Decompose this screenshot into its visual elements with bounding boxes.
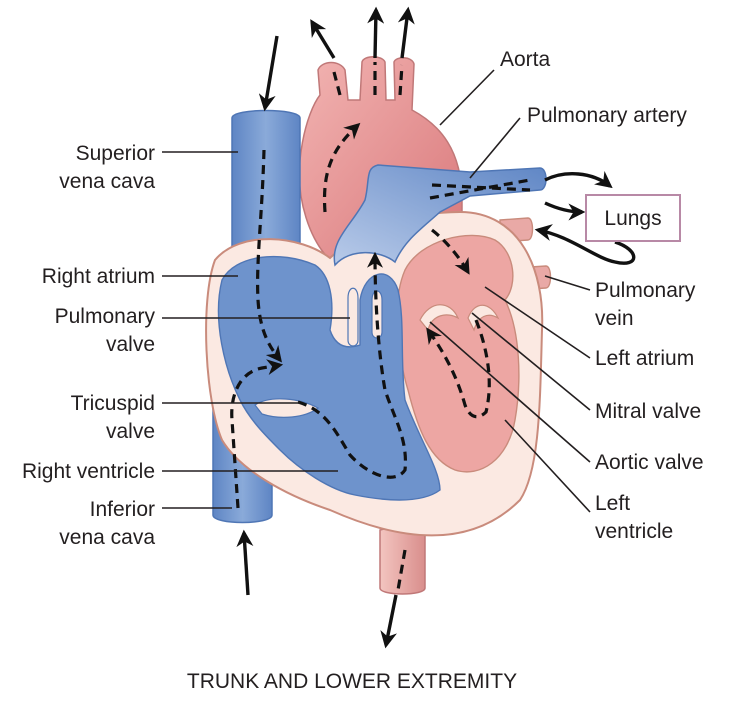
superior-vena-cava (231, 109, 301, 251)
pulmonary-valve-label-2: valve (106, 333, 155, 356)
tricuspid-valve-label-2: valve (106, 420, 155, 443)
pulmonary-valve-leaflet (347, 287, 359, 347)
left-atrium-label: Left atrium (595, 347, 694, 370)
left-ventricle-label-1: Left (595, 492, 630, 515)
pulmonary-valve-label-1: Pulmonary (55, 305, 156, 328)
blood-flow-paths (230, 62, 531, 591)
inferior-vena-cava-label-1: Inferior (90, 498, 155, 521)
leader-lines (162, 69, 591, 513)
solid-flow-arrows (236, 6, 636, 649)
left-heart-chambers (396, 234, 520, 473)
lungs-label: Lungs (604, 207, 661, 230)
inferior-vena-cava-label-2: vena cava (59, 526, 155, 549)
right-atrium-label: Right atrium (42, 265, 155, 288)
left-ventricle-label-2: ventricle (595, 520, 673, 543)
superior-vena-cava-label-2: vena cava (59, 170, 155, 193)
pulmonary-vein-label-2: vein (595, 307, 634, 330)
trunk-label: TRUNK AND LOWER EXTREMITY (187, 670, 517, 693)
right-ventricle-label: Right ventricle (22, 460, 155, 483)
pulmonary-artery-label: Pulmonary artery (527, 104, 687, 127)
aorta-label: Aorta (500, 48, 551, 71)
aortic-valve-label: Aortic valve (595, 451, 704, 474)
superior-vena-cava-label-1: Superior (76, 142, 155, 165)
tricuspid-valve-label-1: Tricuspid (71, 392, 155, 415)
lungs-box (585, 194, 681, 242)
mitral-valve-label: Mitral valve (595, 400, 701, 423)
pulmonary-vein-label-1: Pulmonary (595, 279, 696, 302)
